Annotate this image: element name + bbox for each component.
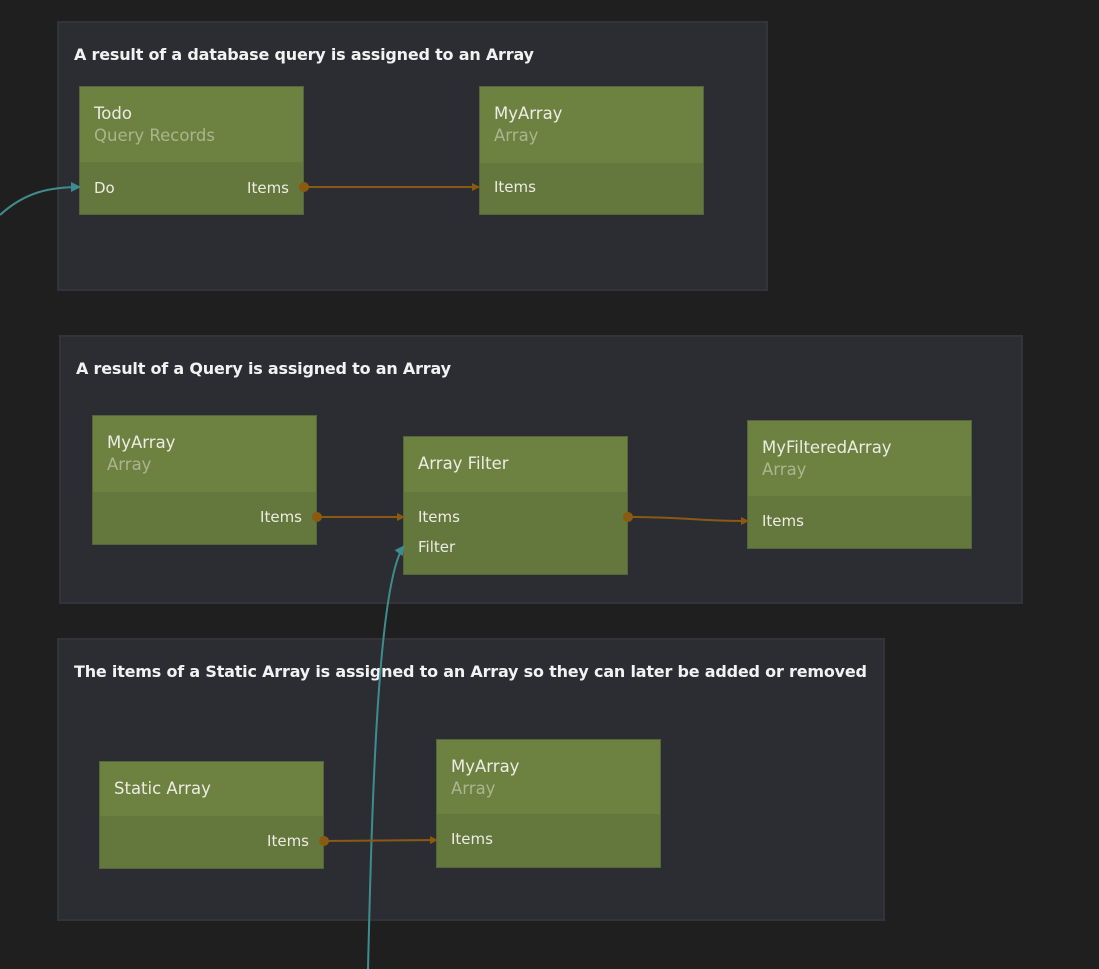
signal-wire[interactable]: [368, 546, 404, 969]
output-port-dot[interactable]: [319, 836, 329, 846]
output-port-dot[interactable]: [312, 512, 322, 522]
output-port-dot[interactable]: [623, 512, 633, 522]
data-wire[interactable]: [628, 517, 748, 521]
data-wire[interactable]: [324, 840, 437, 841]
signal-wire[interactable]: [0, 187, 80, 215]
output-port-dot[interactable]: [299, 182, 309, 192]
